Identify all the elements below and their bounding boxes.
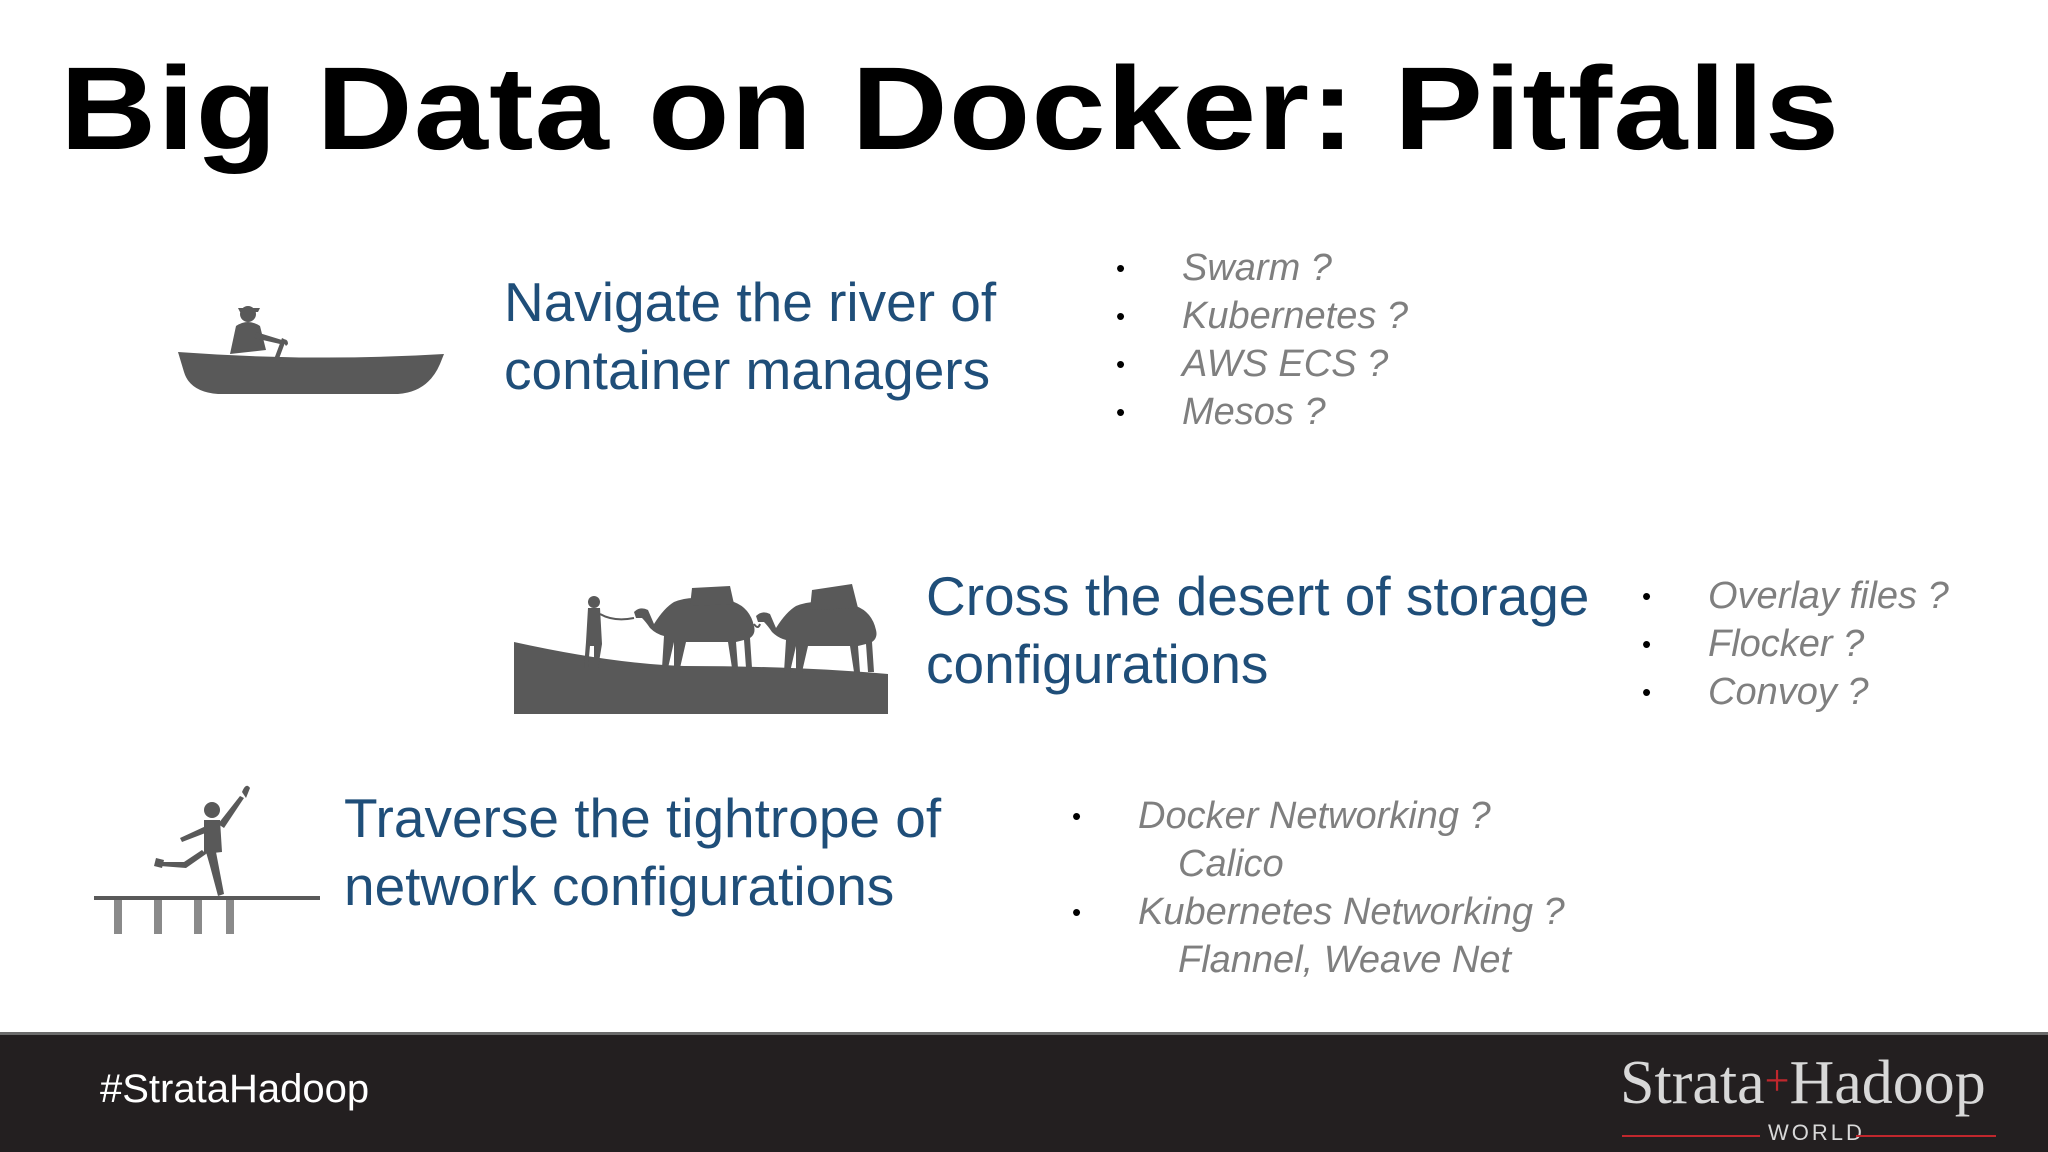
list-item: •Overlay files ? [1642, 575, 1949, 617]
section-3-heading-line-2: network configurations [344, 855, 895, 917]
strata-hadoop-world-logo: Strata+Hadoop WORLD [1620, 1049, 2000, 1145]
list-item: •AWS ECS ? [1116, 343, 1389, 385]
logo-subtitle: WORLD [1768, 1120, 1865, 1145]
logo-rule-right [1856, 1135, 1996, 1137]
footer-bar: #StrataHadoop Strata+Hadoop WORLD [0, 1032, 2048, 1152]
list-item: •Flocker ? [1642, 623, 1865, 665]
section-1-heading: Navigate the river of container managers [504, 268, 996, 404]
section-3-heading-line-1: Traverse the tightrope of [344, 787, 942, 849]
tightrope-walker-image [94, 785, 320, 934]
section-2-heading-line-2: configurations [926, 633, 1269, 695]
footer-hashtag: #StrataHadoop [100, 1067, 370, 1111]
section-1-heading-line-2: container managers [504, 339, 991, 401]
section-2-heading-line-1: Cross the desert of storage [926, 565, 1590, 627]
slide: Big Data on Docker: Pitfalls Navigate th… [60, 43, 1949, 984]
section-2-heading: Cross the desert of storage configuratio… [926, 562, 1589, 698]
section-3-heading: Traverse the tightrope of network config… [344, 784, 941, 920]
camel-caravan-image [514, 584, 888, 714]
section-1-bullets: •Swarm ? •Kubernetes ? •AWS ECS ? •Mesos… [1116, 244, 1408, 436]
section-1-heading-line-1: Navigate the river of [504, 271, 997, 333]
logo-rule-left [1622, 1135, 1760, 1137]
list-item: •Swarm ? [1116, 247, 1332, 289]
list-item: •Convoy ? [1642, 671, 1869, 713]
list-item: •Docker Networking ?Calico [1072, 795, 1491, 885]
list-item: •Mesos ? [1116, 391, 1326, 433]
logo-wordmark: Strata+Hadoop [1620, 1049, 1986, 1117]
list-item: •Kubernetes Networking ?Flannel, Weave N… [1072, 891, 1565, 981]
section-2-bullets: •Overlay files ? •Flocker ? •Convoy ? [1642, 572, 1949, 716]
slide-title: Big Data on Docker: Pitfalls [60, 43, 1841, 175]
section-3-bullets: •Docker Networking ?Calico •Kubernetes N… [1072, 792, 1565, 984]
list-item: •Kubernetes ? [1116, 295, 1409, 337]
canoe-rower-image [178, 306, 444, 394]
